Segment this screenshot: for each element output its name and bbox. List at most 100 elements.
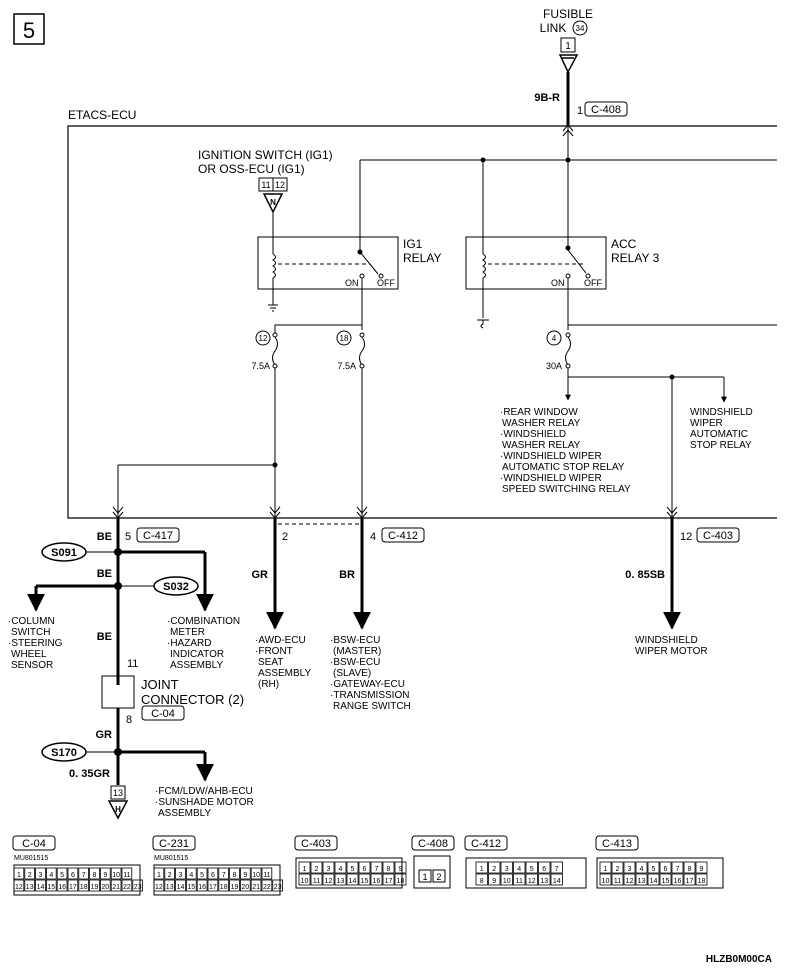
- connector-name: C-412: [471, 838, 501, 850]
- output-text: ·STEERING: [8, 638, 63, 649]
- pin-number: 1: [303, 866, 307, 873]
- pin-number: 2: [28, 872, 32, 879]
- fuse-18-rating: 7.5A: [337, 361, 356, 371]
- acc-switch-contact: [567, 249, 587, 274]
- output-text: ·COLUMN: [8, 616, 55, 627]
- pin-cell: [67, 879, 79, 892]
- pin-number: 20: [101, 884, 109, 891]
- terminal-5-num: 5: [125, 531, 131, 543]
- feed-connector-box: [584, 101, 628, 117]
- connector-name: C-403: [301, 838, 331, 850]
- fuse-12-rating: 7.5A: [251, 361, 270, 371]
- pin-cell: [538, 861, 551, 874]
- pin-number: 12: [155, 884, 163, 891]
- pin-cell: [56, 867, 68, 880]
- pin-number: 3: [327, 866, 331, 873]
- pin-cell: [671, 873, 684, 886]
- ig1-switch-contact: [359, 251, 379, 275]
- pin-number: 1: [157, 872, 161, 879]
- ground-icon: [477, 319, 489, 329]
- pin-number: 4: [517, 866, 521, 873]
- pin-number: 19: [231, 884, 239, 891]
- pin-number: 10: [301, 878, 309, 885]
- output-text: SWITCH: [11, 627, 50, 638]
- pin-cell: [432, 869, 446, 883]
- pin-number: 7: [555, 866, 559, 873]
- h13-connector-icon: [107, 800, 129, 820]
- acc-load-text: ·WINDSHIELD: [500, 429, 566, 440]
- pin-cell: [310, 873, 323, 886]
- pin-cell: [550, 873, 563, 886]
- acc-relay-box: [465, 236, 607, 290]
- pin-number: 6: [664, 866, 668, 873]
- pin-number: 9: [243, 872, 247, 879]
- wire-br: BR: [339, 569, 355, 581]
- acc-load-text: ·WINDSHIELD WIPER: [500, 473, 602, 484]
- pin-cell: [394, 861, 407, 874]
- pin-number: 16: [373, 878, 381, 885]
- pin-cell: [635, 861, 648, 874]
- pin-number: 2: [616, 866, 620, 873]
- acc-on-contact: [565, 273, 571, 279]
- pin-cell: [24, 879, 35, 892]
- pin-cell: [110, 867, 122, 880]
- pin-number: 18: [80, 884, 88, 891]
- pin-cell: [659, 873, 672, 886]
- connector-name-box: [411, 835, 455, 851]
- pin-number: 15: [47, 884, 55, 891]
- pin-number: 10: [252, 872, 260, 879]
- pin-cell: [207, 867, 219, 880]
- feed-connector: C-408: [591, 104, 621, 116]
- pin-number: 14: [349, 878, 357, 885]
- pin-cell: [261, 879, 273, 892]
- h13-pin-box: [110, 785, 126, 800]
- ig1-off-contact: [378, 273, 384, 279]
- pin-cell: [647, 861, 660, 874]
- acc-load-text: ·WINDSHIELD WIPER: [500, 451, 602, 462]
- output-text: WIPER MOTOR: [635, 646, 708, 657]
- h13-letter: H: [115, 805, 121, 814]
- pin-number: 6: [363, 866, 367, 873]
- acc-load-text: AUTOMATIC STOP RELAY: [502, 462, 625, 473]
- output-text: ·FRONT: [255, 646, 293, 657]
- ig1-relay-box: [257, 236, 399, 290]
- pin-number: 4: [49, 872, 53, 879]
- joint-connector: C-04: [151, 708, 175, 720]
- pin-cell: [13, 867, 25, 880]
- acc-load-text: AUTOMATIC: [690, 429, 748, 440]
- acc-pivot: [565, 245, 571, 251]
- pin-cell: [647, 873, 660, 886]
- pin-cell: [153, 867, 165, 880]
- pin-cell: [310, 861, 323, 874]
- pin-number: 7: [82, 872, 86, 879]
- pin-cell: [488, 861, 501, 874]
- fuse-4: [546, 330, 571, 401]
- output-text: ·SUNSHADE MOTOR: [155, 797, 254, 808]
- pin-number: 2: [315, 866, 319, 873]
- ig1-off-label: OFF: [377, 278, 395, 288]
- joint-connector-box: [101, 675, 135, 709]
- pin-cell: [488, 873, 501, 886]
- pin-cell: [121, 867, 133, 880]
- pin-number: 5: [200, 872, 204, 879]
- connector-body: [596, 857, 724, 889]
- pin-number: 7: [222, 872, 226, 879]
- output-text: ASSEMBLY: [258, 668, 311, 679]
- pin-cell: [175, 879, 186, 892]
- pin-number: 11: [123, 872, 130, 879]
- pin-cell: [382, 873, 395, 886]
- pin-number: 18: [698, 878, 706, 885]
- pin-number: 17: [686, 878, 694, 885]
- pin-cell: [207, 879, 219, 892]
- output-text: SEAT: [258, 657, 283, 668]
- pin-number: 17: [69, 884, 77, 891]
- pin-number: 16: [58, 884, 66, 891]
- pin-number: 11: [516, 878, 523, 885]
- pin-number: 18: [220, 884, 228, 891]
- pin-number: 17: [209, 884, 217, 891]
- ig1-coil-icon: [272, 253, 276, 279]
- pin-cell: [67, 867, 79, 880]
- acc-off-contact: [585, 273, 591, 279]
